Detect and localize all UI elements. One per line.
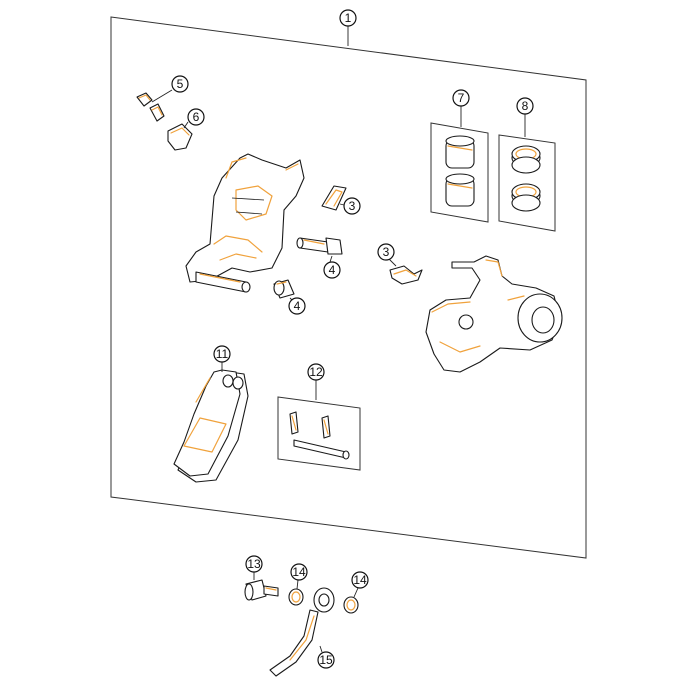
callout-3-lower[interactable]: 3 [377,243,395,261]
callout-5-label: 5 [177,77,184,91]
callout-3-upper[interactable]: 3 [343,197,361,215]
callout-13-label: 13 [247,557,261,571]
spring-clip-upper-part [321,185,347,211]
slide-pin-upper-part [296,237,343,255]
callout-4-lower[interactable]: 4 [288,297,306,315]
callout-1-label: 1 [345,11,352,25]
brake-caliper-body-part [185,153,305,283]
callout-3-lower-label: 3 [383,245,390,259]
piston-seal-kit-part [430,122,489,223]
pad-pin-kit-part [277,396,361,471]
callout-1[interactable]: 1 [339,9,357,27]
brake-pads-part [173,369,249,483]
bleeder-valve-part [136,92,165,122]
caliper-guide-pin-part [195,271,251,293]
callout-7-label: 7 [458,91,465,105]
callout-8-label: 8 [522,99,529,113]
callout-7[interactable]: 7 [452,89,470,107]
callout-12-label: 12 [309,365,323,379]
callout-15-label: 15 [319,653,333,667]
bleeder-cap-part [167,123,193,151]
callout-13[interactable]: 13 [245,555,263,573]
callout-15[interactable]: 15 [317,651,335,669]
callout-4-lower-label: 4 [294,299,301,313]
sealing-washer-left-part [288,588,304,606]
callout-12[interactable]: 12 [307,363,325,381]
callout-11-label: 11 [216,347,229,361]
callout-4-upper[interactable]: 4 [323,261,341,279]
callout-14-left[interactable]: 14 [290,563,308,581]
callout-6[interactable]: 6 [187,108,205,126]
bushing-lower-part [273,279,295,299]
callout-14-right[interactable]: 14 [351,571,369,589]
brake-hose-part [269,587,335,677]
caliper-piston-kit-part [498,134,556,232]
banjo-bolt-part [244,579,279,601]
sealing-washer-right-part [343,596,359,614]
caliper-bracket-part [425,255,563,373]
callout-11[interactable]: 11 [213,345,231,363]
callout-3-upper-label: 3 [349,199,356,213]
callout-14-right-label: 14 [353,573,367,587]
spring-clip-lower-part [389,265,423,285]
callout-4-upper-label: 4 [329,263,336,277]
callout-5[interactable]: 5 [171,75,189,93]
callout-8[interactable]: 8 [516,97,534,115]
callout-6-label: 6 [193,110,200,124]
callout-14-left-label: 14 [292,565,306,579]
